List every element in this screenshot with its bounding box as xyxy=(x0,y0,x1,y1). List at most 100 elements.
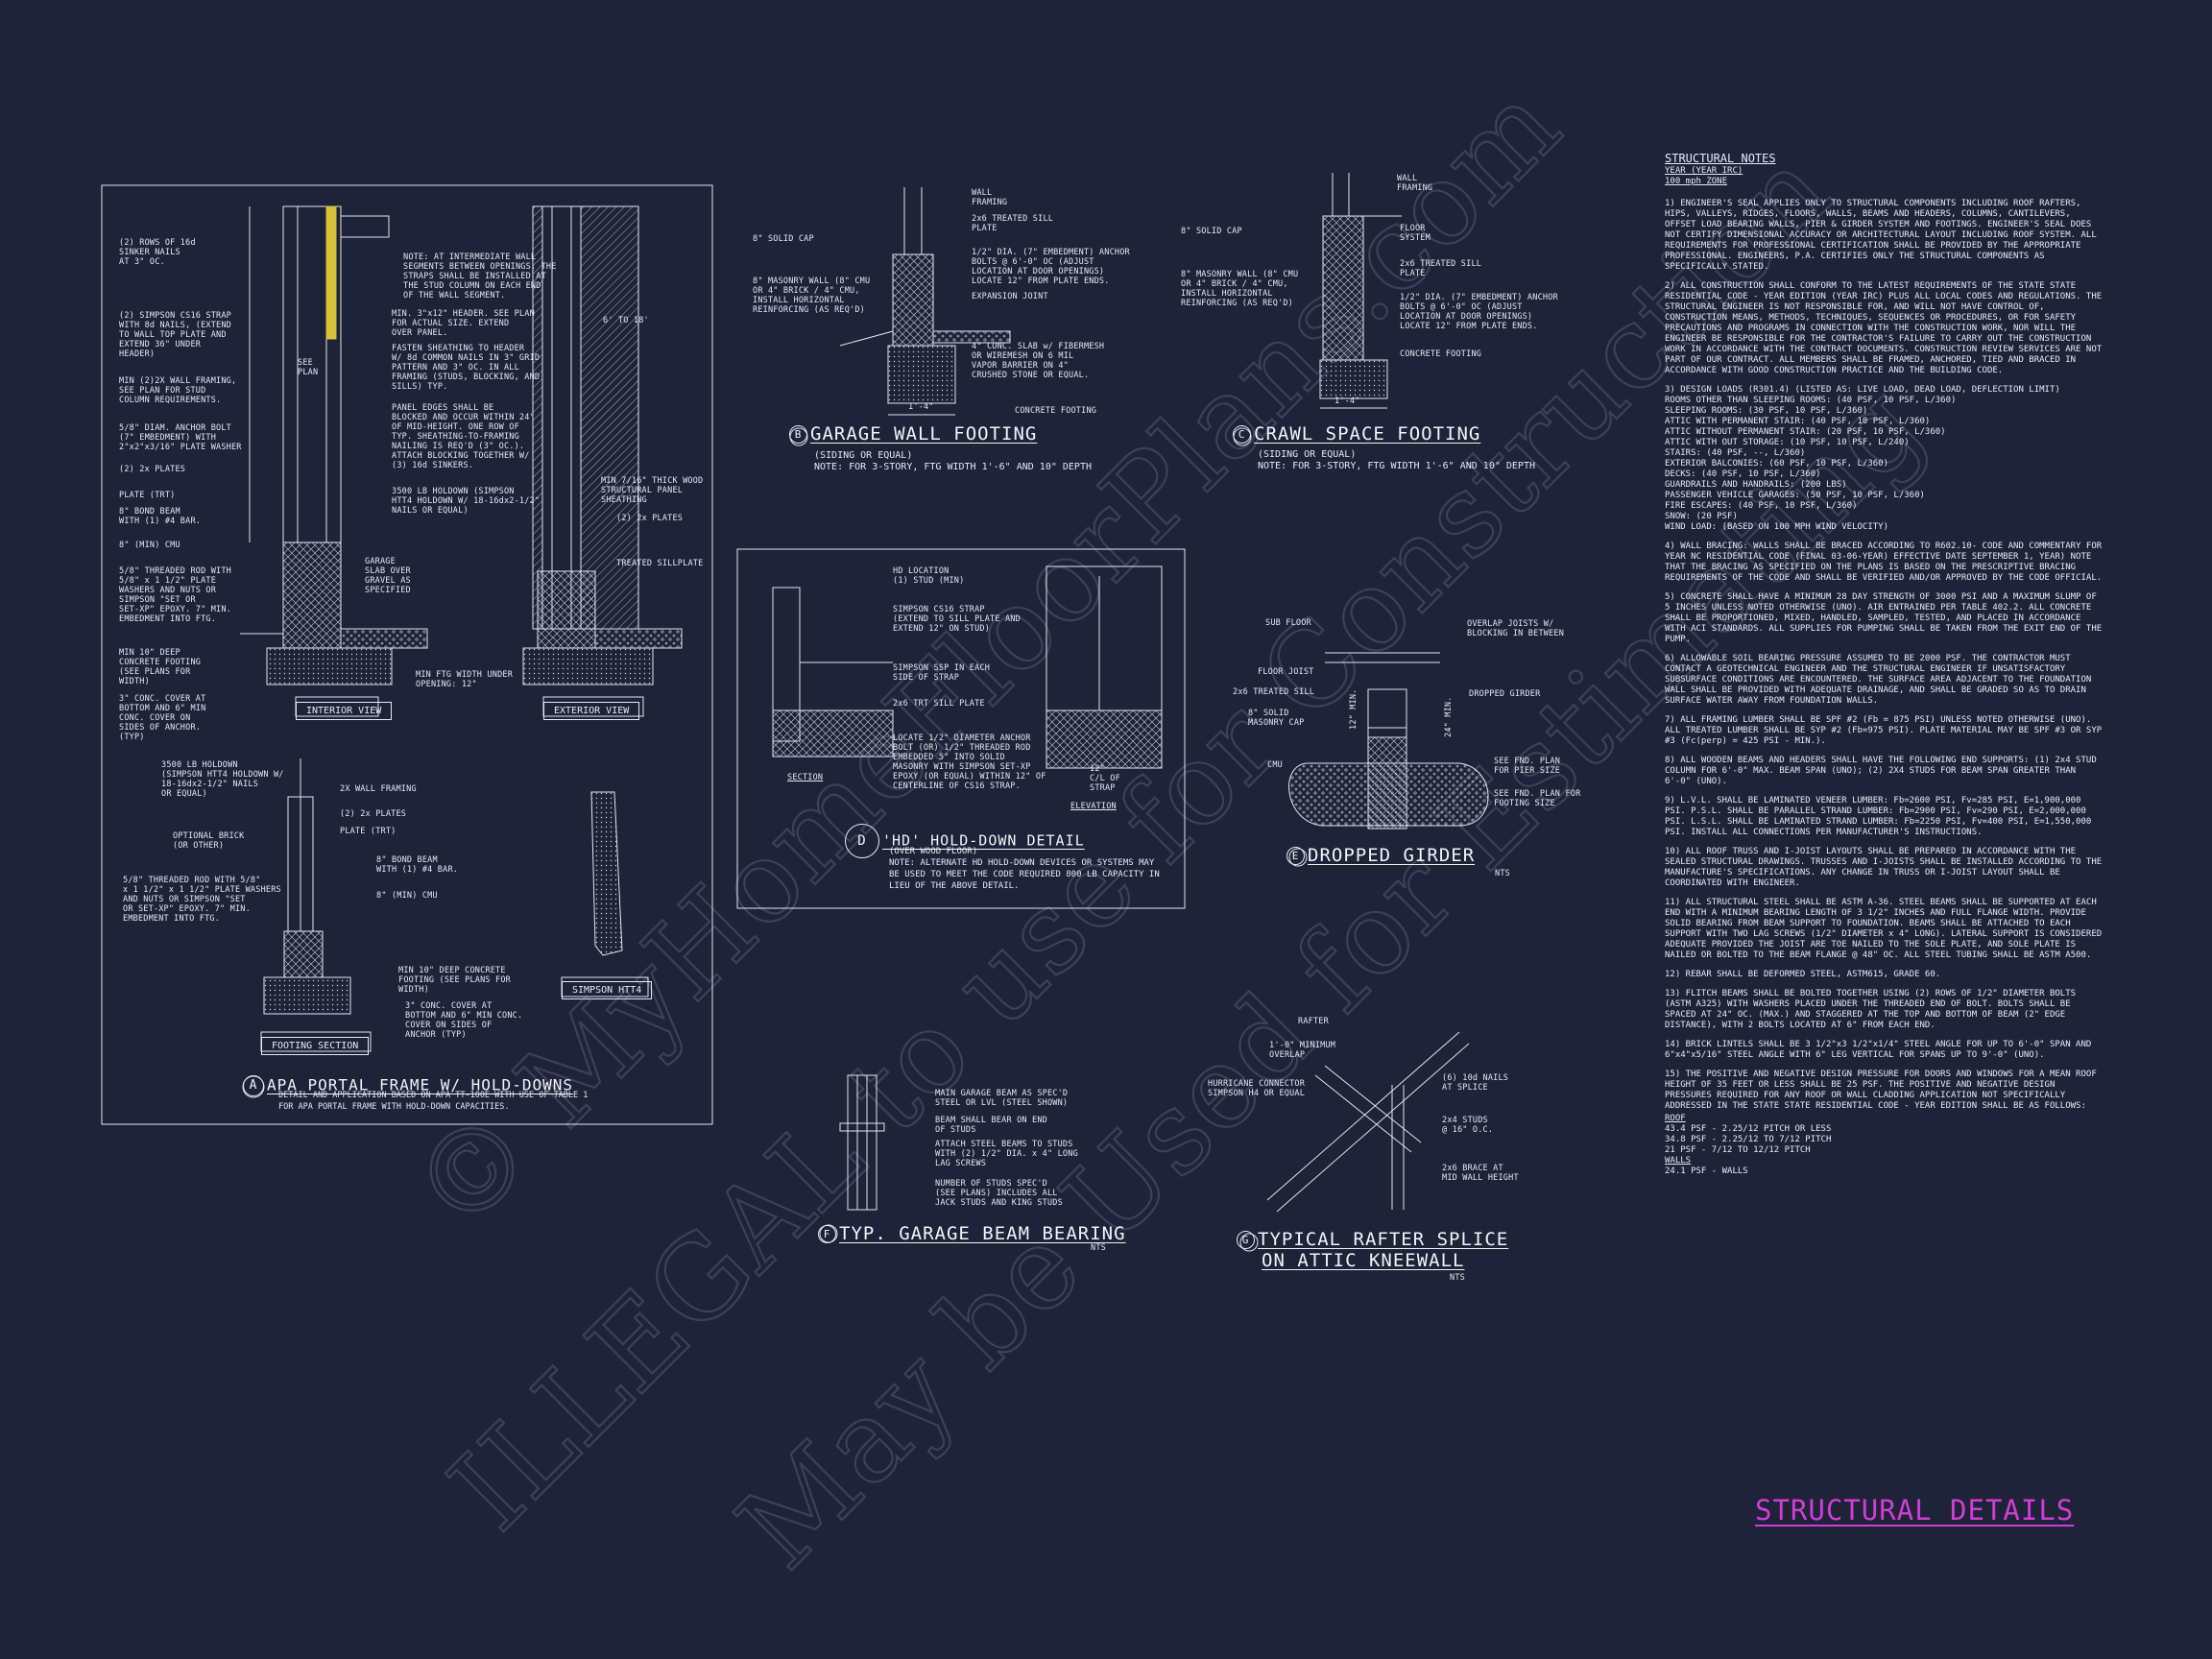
label-a-holdown: 3500 LB HOLDOWN (SIMPSON HTT4 HOLDOWN W/… xyxy=(392,487,541,516)
label-e-floor-joist: FLOOR JOIST xyxy=(1258,667,1314,677)
note-13: 13) FLITCH BEAMS SHALL BE BOLTED TOGETHE… xyxy=(1665,989,2077,1030)
label-e-12-min: 12" MIN. xyxy=(1349,688,1358,730)
detail-g-scale: NTS xyxy=(1450,1273,1465,1283)
label-g-rafter: RAFTER xyxy=(1298,1017,1329,1026)
note-14: 14) BRICK LINTELS SHALL BE 3 1/2"x3 1/2"… xyxy=(1665,1040,2092,1060)
label-g-brace: 2x6 BRACE AT MID WALL HEIGHT xyxy=(1442,1164,1519,1183)
label-f-main-beam: MAIN GARAGE BEAM AS SPEC'D STEEL OR LVL … xyxy=(935,1089,1069,1108)
label-c-wall-framing: WALL FRAMING xyxy=(1397,174,1433,193)
note-12: 12) REBAR SHALL BE DEFORMED STEEL, ASTM6… xyxy=(1665,970,1941,979)
load-item: STAIRS: (40 PSF, --, L/360) xyxy=(1665,448,1806,458)
label-a-cs16-strap: (2) SIMPSON CS16 STRAP WITH 8d NAILS, (E… xyxy=(119,311,231,359)
label-b-wall-framing: WALL FRAMING xyxy=(972,188,1008,207)
detail-g-title-line-2: ON ATTIC KNEEWALL xyxy=(1262,1250,1465,1271)
label-d-anchor-bolt: LOCATE 1/2" DIAMETER ANCHOR BOLT (OR) 1/… xyxy=(893,733,1046,791)
label-c-concrete-footing: CONCRETE FOOTING xyxy=(1400,349,1482,359)
sheet-title: STRUCTURAL DETAILS xyxy=(1755,1494,2075,1527)
label-g-hurricane-connector: HURRICANE CONNECTOR SIMPSON H4 OR EQUAL xyxy=(1208,1079,1306,1098)
label-a-fs-wall-framing: 2X WALL FRAMING xyxy=(340,784,417,794)
label-d-hd-location: HD LOCATION (1) STUD (MIN) xyxy=(893,566,965,586)
label-a-fs-threaded-rod: 5/8" THREADED ROD WITH 5/8" x 1 1/2" x 1… xyxy=(123,876,281,924)
label-a-bond-beam: 8" BOND BEAM WITH (1) #4 BAR. xyxy=(119,507,202,526)
label-d-ssp: SIMPSON SSP IN EACH SIDE OF STRAP xyxy=(893,663,991,683)
label-a-fs-2x-plates: (2) 2x PLATES xyxy=(340,809,407,819)
note-4: 4) WALL BRACING: WALLS SHALL BE BRACED A… xyxy=(1665,541,2103,583)
label-e-overlap-joists: OVERLAP JOISTS W/ BLOCKING IN BETWEEN xyxy=(1467,619,1565,638)
label-a-fs-bond-beam: 8" BOND BEAM WITH (1) #4 BAR. xyxy=(376,855,459,875)
label-a-fs-holdown: 3500 LB HOLDOWN (SIMPSON HTT4 HOLDOWN W/… xyxy=(161,760,284,799)
label-a-6-to-18: 6' TO 18' xyxy=(603,316,649,325)
label-b-anchor-bolts: 1/2" DIA. (7" EMBEDMENT) ANCHOR BOLTS @ … xyxy=(972,248,1130,286)
label-a-fs-cmu: 8" (MIN) CMU xyxy=(376,891,438,901)
label-a-sheathing: MIN 7/16" THICK WOOD STRUCTURAL PANEL SH… xyxy=(601,476,704,505)
load-item: DECKS: (40 PSF, 10 PSF, L/360) xyxy=(1665,469,1821,479)
label-a-see-plan: SEE PLAN xyxy=(298,358,319,377)
note-9: 9) L.V.L. SHALL BE LAMINATED VENEER LUMB… xyxy=(1665,796,2092,837)
load-item: ROOMS OTHER THAN SLEEPING ROOMS: (40 PSF… xyxy=(1665,396,1957,405)
label-d-elevation: ELEVATION xyxy=(1070,802,1117,811)
label-a-min-ftg-width: MIN FTG WIDTH UNDER OPENING: 12" xyxy=(416,670,514,689)
interior-view-tag: INTERIOR VIEW xyxy=(296,702,393,720)
label-e-24-min: 24" MIN. xyxy=(1444,696,1454,737)
wall-pressure: 24.1 PSF - WALLS xyxy=(1665,1166,1748,1176)
label-e-sub-floor: SUB FLOOR xyxy=(1265,618,1311,628)
label-b-dim: 1'-4" xyxy=(908,402,934,412)
detail-g-marker: G xyxy=(1237,1231,1255,1249)
label-f-studs: NUMBER OF STUDS SPEC'D (SEE PLANS) INCLU… xyxy=(935,1179,1063,1208)
load-item: FIRE ESCAPES: (40 PSF, 10 PSF, L/360) xyxy=(1665,501,1858,511)
label-b-slab: 4" CONC. SLAB w/ FIBERMESH OR WIREMESH O… xyxy=(972,342,1105,380)
label-a-conc-cover: 3" CONC. COVER AT BOTTOM AND 6" MIN CONC… xyxy=(119,694,206,742)
detail-c-marker: C xyxy=(1233,425,1251,444)
detail-b-marker: B xyxy=(789,425,807,444)
note-5: 5) CONCRETE SHALL HAVE A MINIMUM 28 DAY … xyxy=(1665,592,2103,644)
label-a-panel-edges: PANEL EDGES SHALL BE BLOCKED AND OCCUR W… xyxy=(392,403,535,470)
note-6: 6) ALLOWABLE SOIL BEARING PRESSURE ASSUM… xyxy=(1665,654,2092,706)
footing-section-tag: FOOTING SECTION xyxy=(261,1037,370,1055)
detail-d-subtitle: (OVER WOOD FLOOR) NOTE: ALTERNATE HD HOL… xyxy=(889,847,1160,891)
note-1: 1) ENGINEER'S SEAL APPLIES ONLY TO STRUC… xyxy=(1665,199,2097,272)
load-item: SLEEPING ROOMS: (30 PSF, 10 PSF, L/360) xyxy=(1665,406,1868,416)
detail-e-marker: E xyxy=(1286,847,1305,865)
label-f-beam-bear: BEAM SHALL BEAR ON END OF STUDS xyxy=(935,1116,1047,1135)
detail-b-subtitle: (SIDING OR EQUAL) NOTE: FOR 3-STORY, FTG… xyxy=(814,450,1092,472)
load-item: SNOW: (20 PSF) xyxy=(1665,512,1738,521)
notes-heading: STRUCTURAL NOTES xyxy=(1665,152,1776,165)
notes-year: YEAR (YEAR IRC) xyxy=(1665,166,1743,176)
load-item: EXTERIOR BALCONIES: (60 PSF, 10 PSF, L/3… xyxy=(1665,459,1888,469)
note-7: 7) ALL FRAMING LUMBER SHALL BE SPF #2 (F… xyxy=(1665,715,2103,746)
label-f-attach-beams: ATTACH STEEL BEAMS TO STUDS WITH (2) 1/2… xyxy=(935,1140,1078,1168)
label-e-sill: 2x6 TREATED SILL xyxy=(1233,687,1315,697)
detail-c-title-text: CRAWL SPACE FOOTING xyxy=(1254,423,1481,445)
label-c-masonry-wall: 8" MASONRY WALL (8" CMU OR 4" BRICK / 4"… xyxy=(1181,270,1299,308)
detail-f-scale: NTS xyxy=(1091,1243,1106,1253)
label-d-strap-cl: 12" C/L OF STRAP xyxy=(1090,764,1120,793)
simpson-htt4-tag: SIMPSON HTT4 xyxy=(562,981,653,999)
label-c-anchor-bolts: 1/2" DIA. (7" EMBEDMENT) ANCHOR BOLTS @ … xyxy=(1400,293,1558,331)
roof-pressure: 34.8 PSF - 2.25/12 TO 7/12 PITCH xyxy=(1665,1135,1832,1144)
label-a-cmu: 8" (MIN) CMU xyxy=(119,541,180,550)
label-c-dim: 1'-4" xyxy=(1334,397,1360,406)
label-a-fs-cover: 3" CONC. COVER AT BOTTOM AND 6" MIN CONC… xyxy=(405,1001,523,1040)
label-d-sill-plate: 2x6 TRT SILL PLATE xyxy=(893,699,985,709)
detail-c-subtitle: (SIDING OR EQUAL) NOTE: FOR 3-STORY, FTG… xyxy=(1258,449,1535,471)
detail-a-subtitle: DETAIL AND APPLICATION BASED ON APA TT-1… xyxy=(278,1091,589,1112)
label-b-solid-cap: 8" SOLID CAP xyxy=(753,234,814,244)
label-a-header: MIN. 3"x12" HEADER. SEE PLAN FOR ACTUAL … xyxy=(392,309,535,338)
detail-a-title-text: APA PORTAL FRAME W/ HOLD-DOWNS xyxy=(267,1075,573,1094)
detail-f-title-text: TYP. GARAGE BEAM BEARING xyxy=(839,1223,1126,1244)
label-a-fs-brick: OPTIONAL BRICK (OR OTHER) xyxy=(173,831,245,851)
load-item: GUARDRAILS AND HANDRAILS: (200 LBS) xyxy=(1665,480,1847,490)
label-g-studs: 2x4 STUDS @ 16" O.C. xyxy=(1442,1116,1494,1135)
note-11: 11) ALL STRUCTURAL STEEL SHALL BE ASTM A… xyxy=(1665,898,2103,960)
label-a-2x-plates: (2) 2x PLATES xyxy=(119,465,186,474)
label-b-sill-plate: 2x6 TREATED SILL PLATE xyxy=(972,214,1054,233)
detail-d-title: D'HD' HOLD-DOWN DETAIL xyxy=(845,824,1085,858)
note-8: 8) ALL WOODEN BEAMS AND HEADERS SHALL HA… xyxy=(1665,756,2097,786)
label-a-treated-sillplate: TREATED SILLPLATE xyxy=(616,559,704,568)
